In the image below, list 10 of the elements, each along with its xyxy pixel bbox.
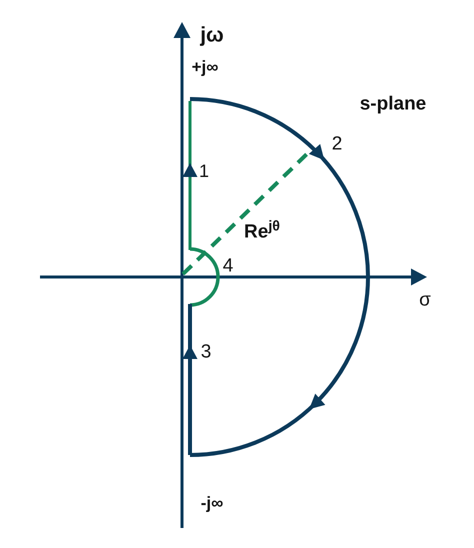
infinity-label: +j∞ bbox=[192, 58, 218, 76]
callout-number: 1 bbox=[199, 162, 209, 180]
axis-label: σ bbox=[419, 290, 431, 310]
axis-label: jω bbox=[200, 24, 224, 46]
radius-label: Re$^{jθ}$ bbox=[244, 222, 280, 242]
callout-number: 4 bbox=[222, 256, 234, 276]
callout-number: 3 bbox=[200, 342, 212, 362]
callout-number: 2 bbox=[332, 134, 342, 154]
plane-label: s-plane bbox=[360, 94, 426, 114]
infinity-label: -j∞ bbox=[200, 494, 224, 512]
